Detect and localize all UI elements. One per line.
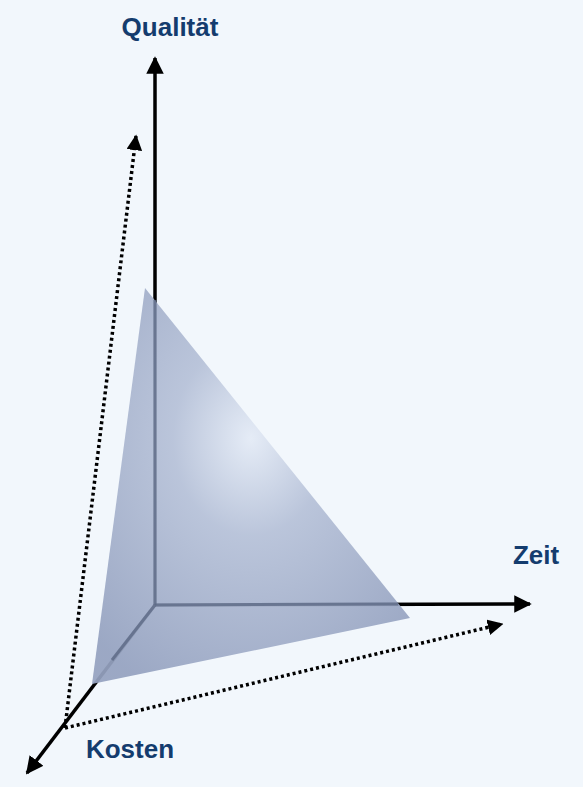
time-axis-inner: [155, 604, 398, 605]
quality-axis-inner: [154, 300, 157, 605]
quality-axis: [153, 58, 157, 605]
cost-axis-inner: [112, 605, 155, 660]
time-axis: [155, 604, 530, 605]
axis-label: Kosten: [86, 735, 174, 765]
axis-label: Qualität: [122, 13, 219, 43]
axis-label: Zeit: [513, 541, 559, 571]
triangle-surface: [92, 288, 410, 684]
